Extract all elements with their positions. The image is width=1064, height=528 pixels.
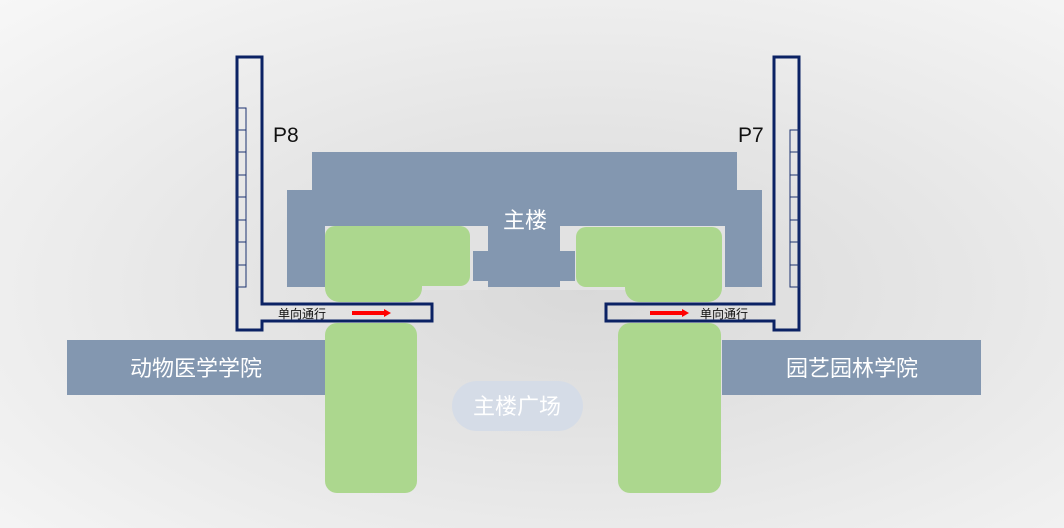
one-way-label-east: 单向通行 bbox=[700, 306, 748, 321]
west-building-label: 动物医学学院 bbox=[130, 357, 262, 382]
west-building[interactable]: 动物医学学院 bbox=[67, 340, 325, 395]
green-area-northeast bbox=[576, 227, 722, 302]
green-area-southwest bbox=[325, 323, 417, 493]
arrow-right-icon bbox=[352, 309, 391, 317]
one-way-label-west: 单向通行 bbox=[278, 306, 326, 321]
green-area-southeast bbox=[618, 323, 721, 493]
parking-slots-p8 bbox=[236, 107, 247, 288]
parking-p7[interactable]: P7 单向通行 bbox=[604, 55, 801, 332]
arrow-right-icon bbox=[650, 309, 689, 317]
east-building[interactable]: 园艺园林学院 bbox=[722, 340, 981, 395]
east-building-label: 园艺园林学院 bbox=[786, 357, 918, 382]
parking-slots-p7 bbox=[789, 129, 800, 288]
plaza[interactable]: 主楼广场 bbox=[452, 381, 583, 431]
main-building-label: 主楼 bbox=[503, 209, 547, 234]
green-area-northwest bbox=[325, 226, 470, 302]
parking-p8[interactable]: P8 单向通行 bbox=[235, 55, 434, 332]
parking-p8-label: P8 bbox=[273, 124, 299, 147]
parking-p7-label: P7 bbox=[738, 124, 764, 147]
plaza-label: 主楼广场 bbox=[473, 395, 561, 420]
